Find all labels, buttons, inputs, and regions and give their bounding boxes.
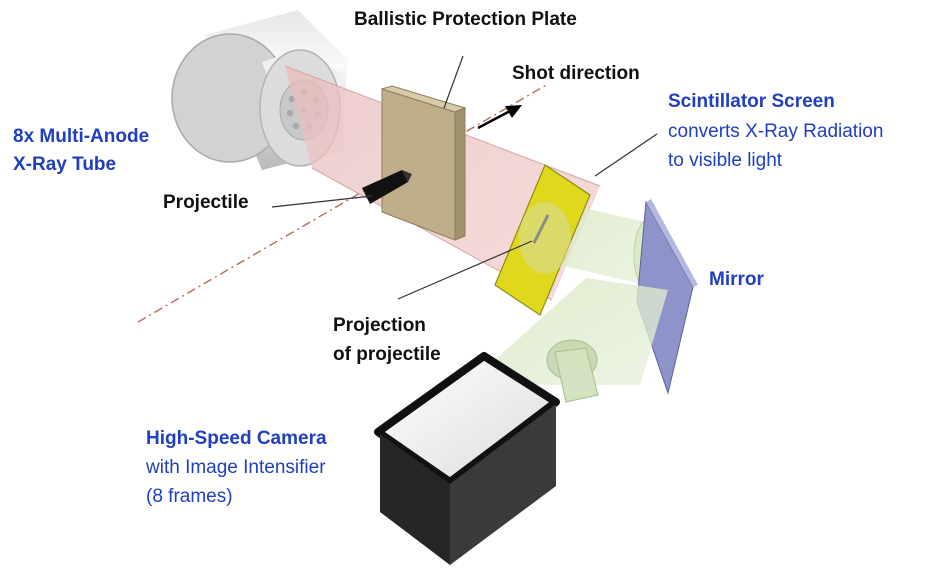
- label-shot-direction: Shot direction: [512, 63, 640, 84]
- leader-line-projectile: [271, 195, 373, 208]
- shot-trajectory-line: [137, 83, 549, 323]
- label-mirror: Mirror: [709, 269, 764, 290]
- label-camera-desc-line1: with Image Intensifier: [146, 457, 326, 478]
- shot-direction-arrow: [477, 105, 522, 130]
- leader-line-plate: [443, 55, 464, 109]
- projectile-projection-mark: [532, 214, 550, 244]
- camera-light-beam: [495, 278, 668, 403]
- label-xray-tube-line2: X-Ray Tube: [13, 154, 117, 175]
- label-scintillator-screen: Scintillator Screen: [668, 91, 835, 112]
- label-high-speed-camera: High-Speed Camera: [146, 428, 327, 449]
- label-xray-tube-line1: 8x Multi-Anode: [13, 126, 150, 147]
- label-projection-line2: of projectile: [333, 344, 441, 365]
- high-speed-camera: [374, 352, 560, 565]
- label-camera-desc-line2: (8 frames): [146, 486, 233, 507]
- projectile: [362, 170, 412, 204]
- label-projection-line1: Projection: [333, 315, 426, 336]
- label-projectile: Projectile: [163, 192, 249, 213]
- leader-line-scintillator: [594, 133, 658, 177]
- scintillator-screen: [494, 164, 591, 316]
- label-ballistic-protection-plate: Ballistic Protection Plate: [354, 9, 577, 30]
- label-scintillator-desc-line2: to visible light: [668, 150, 783, 171]
- label-scintillator-desc-line1: converts X-Ray Radiation: [668, 121, 884, 142]
- ballistic-protection-plate: [380, 85, 467, 241]
- leader-line-projection: [397, 240, 533, 300]
